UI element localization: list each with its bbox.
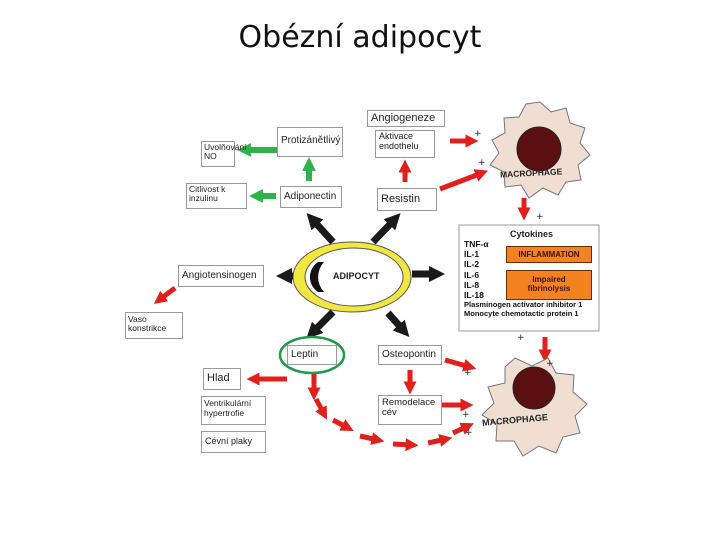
plus-sign: + xyxy=(474,129,482,139)
adipocyte-cell xyxy=(292,241,412,313)
adipocyte-label: ADIPOCYT xyxy=(333,271,380,281)
cytokines-list: TNF-α IL-1 IL-2 IL-6 IL-8 IL-18 Plasmino… xyxy=(464,239,604,318)
arrow-osteopontin-to-macrophage xyxy=(444,357,477,372)
macrophage-top xyxy=(489,101,591,199)
arrow-resistin-to-macrophage xyxy=(439,169,489,192)
arc-arrow-6 xyxy=(451,422,474,436)
plus-sign: + xyxy=(464,368,472,378)
cytokine-item: Monocyte chemotactic protein 1 xyxy=(464,309,579,319)
node-aktivace-endothelu: Aktivace endothelu xyxy=(375,130,435,158)
plus-sign: + xyxy=(536,212,544,222)
cytokine-item: IL-18 xyxy=(464,289,484,300)
cytokine-item: TNF-α xyxy=(464,239,489,249)
plus-sign: + xyxy=(517,333,525,343)
node-uvolnovani-no: Uvolňování NO xyxy=(201,141,247,167)
arc-arrow-5 xyxy=(427,434,453,447)
node-hlad: Hlad xyxy=(203,368,241,390)
cytokine-item: IL-2 xyxy=(464,259,480,270)
arrow-angiotensinogen-to-vaso xyxy=(153,286,177,304)
node-citlivost-k-inzulinu: Citlivost k inzulinu xyxy=(186,183,247,209)
arrow-to-adiponectin xyxy=(306,213,336,245)
arc-arrow-4 xyxy=(392,438,419,452)
arc-arrow-1 xyxy=(313,397,328,420)
macrophage-bottom xyxy=(481,357,588,457)
cytokine-item: IL-6 xyxy=(464,269,480,280)
slide-title: Obézní adipocyt xyxy=(238,20,482,55)
arrow-to-osteopontin xyxy=(385,310,410,338)
node-leptin: Leptin xyxy=(287,345,337,365)
plus-sign: + xyxy=(478,158,486,168)
impaired-fibrinolysis-box: Impaired fibrinolysis xyxy=(506,270,592,300)
cytokine-item: IL-1 xyxy=(464,249,480,260)
arc-arrow-2 xyxy=(331,417,354,432)
plus-sign: + xyxy=(462,410,470,420)
inflammation-box: INFLAMMATION xyxy=(506,246,592,263)
node-angiogeneze: Angiogeneze xyxy=(367,110,445,127)
cytokines-heading: Cytokines xyxy=(510,229,554,239)
arc-arrow-3 xyxy=(359,432,385,445)
node-resistin: Resistin xyxy=(377,188,437,211)
node-cevni-plaky: Cévní plaky xyxy=(201,431,266,453)
cytokine-item: IL-8 xyxy=(464,279,480,290)
arrow-to-leptin xyxy=(306,309,336,339)
arrow-to-resistin xyxy=(370,213,401,245)
cytokine-item: Plasminogen activator inhibitor 1 xyxy=(464,300,583,310)
plus-sign: + xyxy=(465,428,473,438)
node-angiotensinogen: Angiotensinogen xyxy=(178,265,264,287)
node-vasokonstrikce: Vaso konstrikce xyxy=(125,312,183,339)
node-osteopontin: Osteopontin xyxy=(378,345,442,365)
node-ventrikularni-hypertrofie: Ventrikulární hypertrofie xyxy=(201,396,266,425)
plus-sign: + xyxy=(546,359,554,369)
node-adiponectin: Adiponectin xyxy=(280,186,342,208)
node-remodelace-cev: Remodelace cév xyxy=(378,395,442,425)
node-protizanetlivy: Protizánětlivý xyxy=(277,127,343,157)
leptin-highlight-circle xyxy=(278,335,346,375)
